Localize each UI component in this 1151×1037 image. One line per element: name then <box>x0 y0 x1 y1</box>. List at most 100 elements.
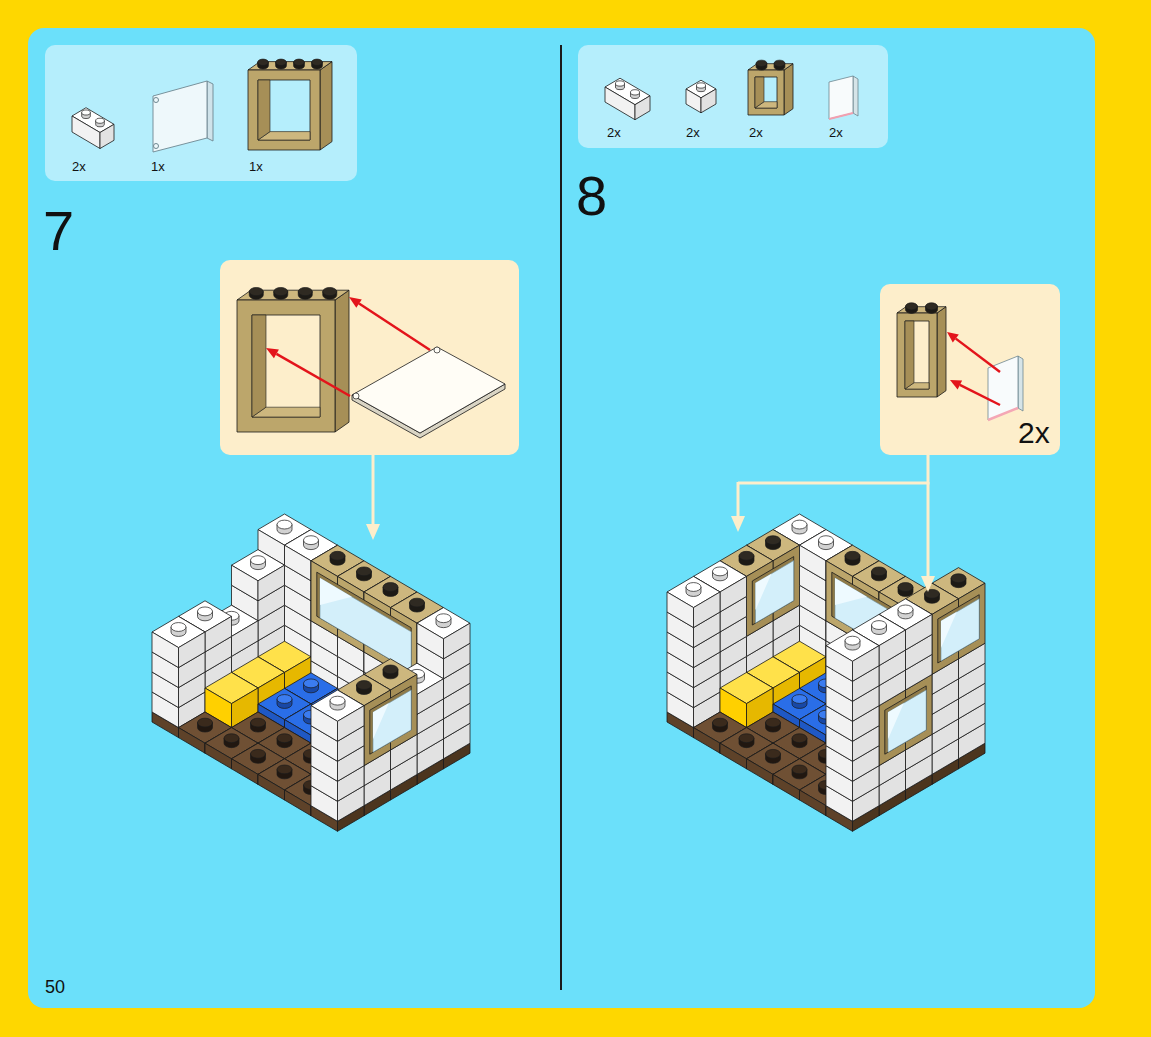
assembly-arrow <box>359 304 430 350</box>
callout-box: 2x <box>880 284 1060 455</box>
parts-illustration <box>605 60 858 120</box>
callout-panel <box>220 260 519 455</box>
house-model <box>251 718 266 727</box>
house-model <box>792 765 807 774</box>
house-model <box>370 686 411 754</box>
leader-line <box>366 455 935 592</box>
house-model <box>373 703 389 739</box>
parts-illustration <box>258 80 270 140</box>
window-frame-part <box>323 287 337 295</box>
house-model <box>713 718 728 727</box>
part-count: 2x <box>1018 418 1050 448</box>
assembly-arrow <box>349 297 362 308</box>
parts-box: 2x1x1x <box>45 45 357 181</box>
house-model <box>888 690 926 752</box>
house-model <box>885 686 926 754</box>
parts-illustration <box>748 64 793 70</box>
house-model <box>338 706 365 742</box>
house-model <box>713 567 728 576</box>
house-model <box>417 623 444 659</box>
house-model <box>304 536 319 545</box>
glass-pane-part <box>353 393 359 399</box>
house-model <box>752 557 793 625</box>
parts-illustration <box>631 90 640 95</box>
window-frame-part <box>237 300 335 432</box>
parts-illustration <box>154 98 159 103</box>
parts-illustration <box>276 59 287 65</box>
house-model <box>444 623 471 659</box>
parts-illustration <box>784 64 793 115</box>
callout-illustration <box>960 385 1000 405</box>
part-count: 2x <box>72 160 86 173</box>
house-model <box>277 520 292 529</box>
house-model <box>879 630 906 666</box>
parts-illustration <box>258 59 269 65</box>
parts-illustration <box>748 70 784 115</box>
house-model <box>330 696 345 705</box>
parts-illustration <box>774 60 785 66</box>
parts-illustration <box>82 110 91 115</box>
house-model <box>941 599 979 661</box>
parts-illustration <box>829 76 853 119</box>
window-frame-part <box>252 315 266 417</box>
glass-pane-part <box>352 347 505 433</box>
parts-illustration <box>829 113 853 119</box>
leader-line <box>921 576 935 592</box>
house-model <box>819 536 834 545</box>
parts-illustration <box>697 83 706 88</box>
part-count: 1x <box>249 160 263 173</box>
house-model <box>277 734 292 743</box>
callout-illustration <box>947 332 959 343</box>
parts-illustration <box>701 89 716 113</box>
parts-illustration <box>320 62 332 150</box>
house-model <box>720 576 747 612</box>
house-model <box>232 621 259 657</box>
leader-line <box>927 482 930 576</box>
house-model <box>383 665 398 674</box>
page-number: 50 <box>45 978 65 996</box>
parts-illustration <box>153 81 207 152</box>
house-model <box>373 690 411 752</box>
leader-line <box>731 516 745 532</box>
house-model <box>694 592 721 628</box>
house-model <box>357 681 372 690</box>
callout-illustration <box>926 303 938 310</box>
house-model <box>258 565 285 601</box>
leader-line <box>366 524 380 540</box>
step-divider <box>560 45 562 990</box>
house-model <box>739 551 754 560</box>
house-model <box>152 514 470 831</box>
house-model <box>906 614 933 650</box>
house-model <box>320 578 352 605</box>
house-model <box>410 598 425 607</box>
house-model <box>198 718 213 727</box>
parts-illustration <box>755 77 777 108</box>
step-number: 8 <box>576 168 607 224</box>
house-model <box>251 556 266 565</box>
callout-illustration <box>897 313 937 397</box>
house-model <box>845 636 860 645</box>
house-model <box>792 695 807 704</box>
house-model <box>938 595 979 663</box>
parts-illustration <box>635 96 650 120</box>
house-model <box>792 734 807 743</box>
parts-illustration <box>72 59 332 152</box>
parts-illustration <box>616 81 625 86</box>
callout-illustration <box>1018 356 1023 411</box>
house-model <box>251 749 266 758</box>
assembly-arrow <box>266 348 279 358</box>
house-model <box>277 695 292 704</box>
house-model <box>317 572 411 672</box>
house-model <box>686 583 701 592</box>
callout-illustration <box>988 408 1018 420</box>
callout-illustration <box>905 321 929 389</box>
house-model <box>925 589 940 598</box>
house-model <box>232 565 259 601</box>
house-model <box>792 520 807 529</box>
window-frame-part <box>274 287 288 295</box>
house-model <box>739 734 754 743</box>
house-model <box>417 679 444 715</box>
house-model <box>224 734 239 743</box>
glass-pane-part <box>434 347 440 353</box>
window-frame-part <box>249 287 263 295</box>
